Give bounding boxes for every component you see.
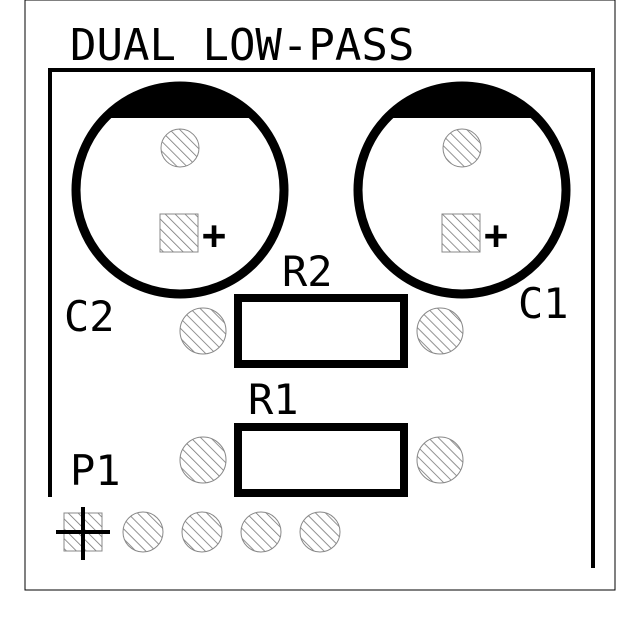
p1-pad-4: [240, 511, 282, 553]
p1-pad-2: [122, 511, 164, 553]
p1-label: P1: [70, 446, 121, 495]
c2-label: C2: [64, 292, 115, 341]
c2-pad-positive: [159, 213, 199, 253]
board-outline: [24, 0, 616, 591]
r2-label: R2: [282, 247, 333, 296]
r1-label: R1: [248, 375, 299, 424]
r1-pad-right: [416, 436, 464, 484]
r2-body: [234, 294, 408, 368]
capacitor-c2: +: [71, 81, 289, 299]
p1-pad-3: [181, 511, 223, 553]
resistor-r1: [179, 423, 464, 497]
header-p1: [56, 507, 341, 560]
c1-label: C1: [518, 279, 569, 328]
resistor-r2: [179, 294, 464, 368]
board-title: DUAL LOW-PASS: [70, 20, 414, 71]
capacitor-c1: +: [353, 81, 571, 299]
r2-pad-left: [179, 307, 227, 355]
r1-body: [234, 423, 408, 497]
p1-pad-5: [299, 511, 341, 553]
r2-pad-right: [416, 307, 464, 355]
silk-frame: [48, 68, 595, 568]
c2-plus-sign: +: [202, 213, 226, 259]
c1-pad-positive: [441, 213, 481, 253]
r1-pad-left: [179, 436, 227, 484]
c1-plus-sign: +: [484, 213, 508, 259]
c1-pad-negative: [442, 128, 482, 168]
c2-pad-negative: [160, 128, 200, 168]
